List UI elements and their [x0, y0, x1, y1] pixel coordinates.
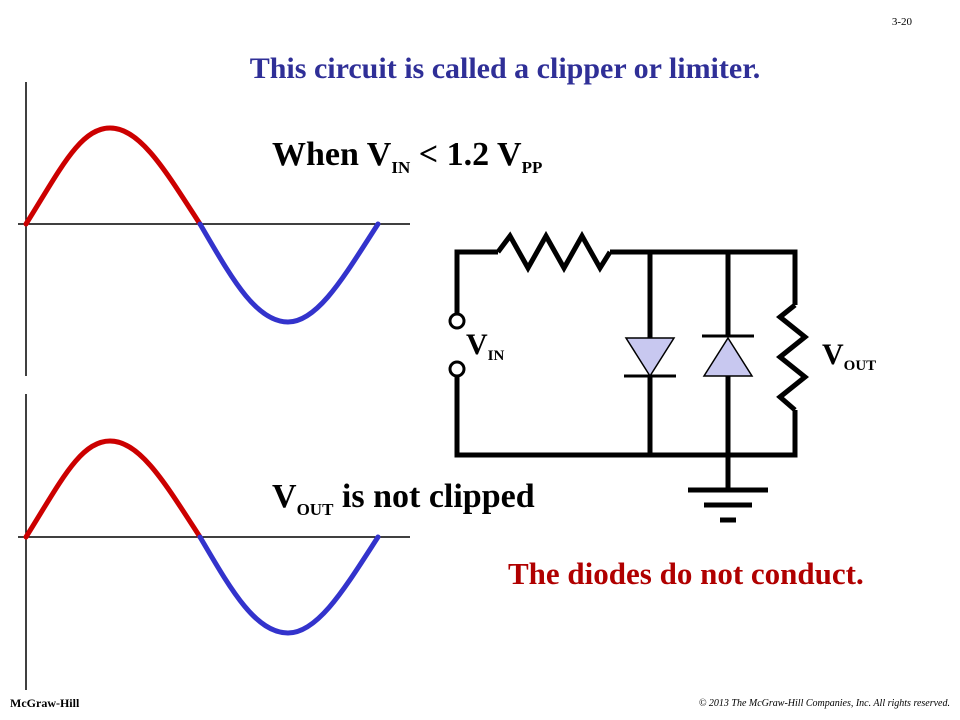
input-terminal-bottom	[448, 360, 466, 378]
input-wave-positive-half	[23, 125, 203, 227]
wire-left-top	[454, 249, 498, 318]
output-note-sub: OUT	[296, 500, 334, 519]
conduction-note: The diodes do not conduct.	[508, 556, 864, 591]
copyright-notice: © 2013 The McGraw-Hill Companies, Inc. A…	[698, 698, 950, 709]
input-wave-negative-half	[197, 221, 381, 325]
output-wave-negative-half	[197, 534, 381, 636]
slide-number: 3-20	[891, 16, 912, 28]
vout-sub: OUT	[843, 358, 877, 374]
series-resistor	[496, 230, 613, 274]
wire-top	[610, 249, 798, 305]
diode2-symbol	[702, 336, 754, 377]
diode1-symbol	[624, 337, 676, 378]
input-condition-label: When VIN < 1.2 VPP	[272, 136, 543, 177]
output-note: VOUT is not clipped	[272, 478, 535, 519]
condition-sub-pp: PP	[521, 158, 543, 177]
shunt-resistor	[775, 303, 810, 412]
input-terminal-top	[448, 312, 466, 330]
condition-prefix: When V	[272, 136, 392, 173]
ground-icon	[688, 487, 768, 523]
publisher-label: McGraw-Hill	[10, 696, 80, 710]
vin-label: VIN	[466, 328, 505, 364]
vout-main: V	[822, 338, 844, 371]
condition-sub-in: IN	[391, 158, 411, 177]
output-note-rest: is not clipped	[333, 478, 535, 515]
wire-left-bottom	[454, 375, 798, 458]
vin-main: V	[466, 328, 488, 361]
output-wave-positive-half	[23, 438, 203, 540]
vin-sub: IN	[487, 348, 505, 364]
page-title: This circuit is called a clipper or limi…	[249, 52, 761, 85]
condition-middle: < 1.2 V	[410, 136, 522, 173]
vout-label: VOUT	[822, 338, 877, 374]
output-note-main: V	[272, 478, 297, 515]
